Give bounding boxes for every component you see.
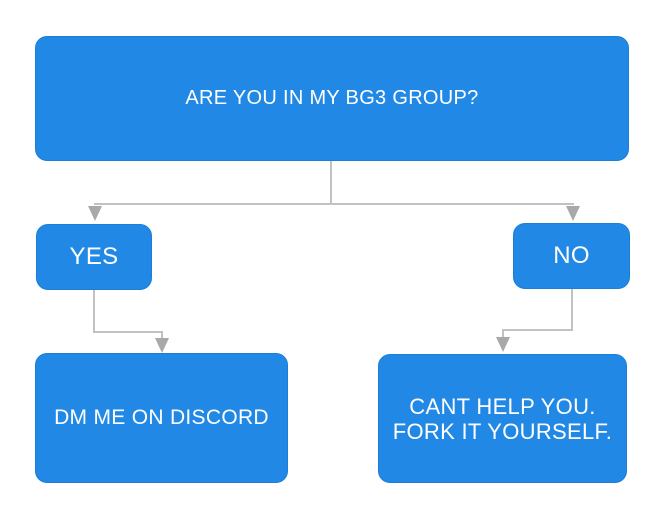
connector-yes-elbow <box>93 331 163 333</box>
connector-no-stub <box>502 331 504 337</box>
connector-no-stem <box>571 289 573 331</box>
node-no-result-label-line1: CANT HELP YOU. <box>409 393 596 419</box>
node-yes-result: DM ME ON DISCORD <box>35 353 288 483</box>
connector-no-elbow <box>502 329 573 331</box>
arrow-down-icon-to-yes-result <box>155 338 169 353</box>
arrow-down-icon-to-yes <box>88 206 102 221</box>
node-yes-result-label: DM ME ON DISCORD <box>54 406 269 429</box>
node-yes: YES <box>36 224 152 290</box>
arrow-down-icon-to-no <box>566 206 580 221</box>
node-yes-label: YES <box>69 243 119 270</box>
connector-yes-stub <box>161 333 163 339</box>
node-question-label: ARE YOU IN MY BG3 GROUP? <box>185 87 479 109</box>
arrow-down-icon-to-no-result <box>496 337 510 352</box>
node-no: NO <box>513 223 630 289</box>
node-no-result: CANT HELP YOU. FORK IT YOURSELF. <box>378 354 627 483</box>
node-question: ARE YOU IN MY BG3 GROUP? <box>35 36 629 161</box>
connector-split-rail <box>94 203 574 205</box>
connector-yes-stem <box>93 290 95 333</box>
connector-question-stem <box>330 161 332 204</box>
node-no-label: NO <box>553 242 590 269</box>
node-no-result-label-line2: FORK IT YOURSELF. <box>392 418 613 444</box>
